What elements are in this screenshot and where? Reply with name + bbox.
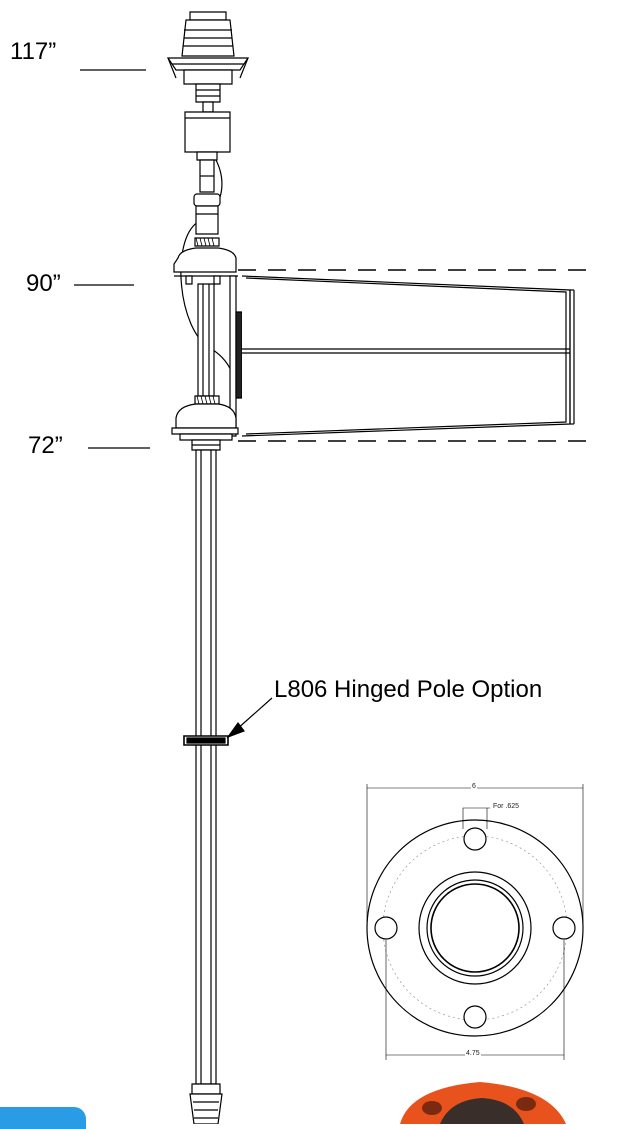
flange-photo: [400, 1082, 566, 1124]
flange-bolt-spacing: 4.75: [465, 1050, 481, 1057]
corner-badge[interactable]: [0, 1107, 86, 1129]
lower-bracket: [172, 396, 238, 450]
callout-arrow: [228, 698, 272, 737]
upper-coupler: [174, 194, 238, 284]
cone-spindle: [198, 284, 214, 396]
height-leaders: [74, 70, 150, 448]
height-label-90: 90”: [26, 270, 61, 297]
flange-hole-note: For .625: [492, 803, 521, 810]
flange-outer-dimension: 6: [471, 783, 477, 790]
obstruction-light: [168, 12, 248, 102]
control-box: [185, 102, 230, 192]
height-label-72: 72”: [28, 432, 63, 459]
flange-detail: [367, 784, 583, 1060]
main-pole: [184, 450, 228, 1124]
wind-cone: [230, 276, 574, 436]
height-label-117: 117”: [10, 38, 57, 65]
hinged-pole-callout: L806 Hinged Pole Option: [274, 676, 543, 703]
